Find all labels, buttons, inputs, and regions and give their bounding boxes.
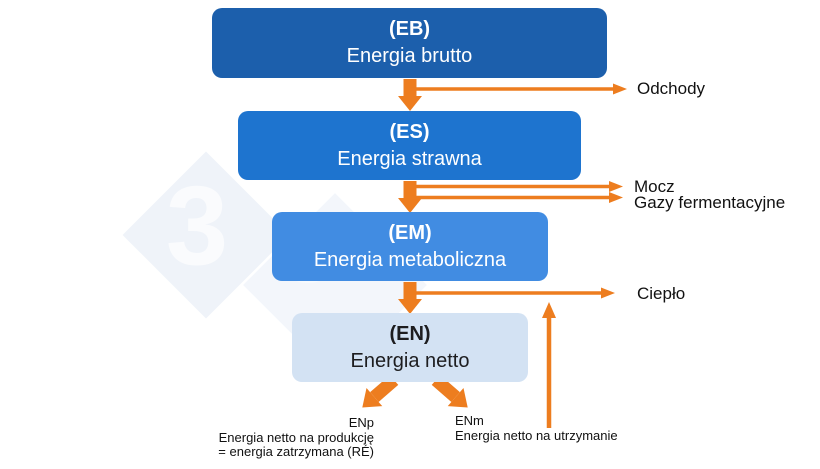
label-enp: ENp Energia netto na produkcję = energia… (218, 415, 374, 460)
box-energia-brutto: (EB) Energia brutto (212, 8, 607, 78)
box-label: Energia strawna (337, 147, 482, 170)
arrow-mocz (412, 181, 623, 192)
enp-line1: Energia netto na produkcję (218, 429, 374, 445)
box-energia-netto: (EN) Energia netto (292, 313, 528, 382)
label-mocz: Mocz (634, 177, 675, 196)
arrow-odchody (410, 83, 627, 95)
arrow-eb-to-es (398, 79, 422, 111)
arrow-em-to-en (398, 282, 422, 314)
enm-line1: Energia netto na utrzymanie (455, 427, 618, 443)
label-enm: ENm Energia netto na utrzymanie (455, 413, 618, 443)
arrow-gazy (412, 192, 623, 203)
watermark-digit: 3 (165, 163, 229, 288)
enm-code: ENm (455, 413, 484, 428)
box-code: (EN) (389, 322, 431, 345)
arrow-enm-up (542, 302, 556, 428)
label-gazy-fermentacyjne: Gazy fermentacyjne (634, 193, 786, 212)
box-label: Energia brutto (346, 45, 473, 67)
arrow-cieplo (415, 287, 615, 299)
box-code: (EB) (388, 18, 431, 40)
box-energia-strawna: (ES) Energia strawna (238, 111, 581, 180)
box-energia-metaboliczna: (EM) Energia metaboliczna (272, 212, 548, 281)
enp-line2: = energia zatrzymana (RÉ) (218, 444, 374, 459)
label-odchody: Odchody (637, 79, 706, 98)
enp-code: ENp (348, 415, 374, 430)
box-label: Energia metaboliczna (313, 248, 507, 271)
box-code: (EM) (388, 221, 432, 244)
box-label: Energia netto (350, 349, 470, 372)
box-code: (ES) (389, 120, 430, 143)
label-cieplo: Ciepło (637, 284, 686, 303)
